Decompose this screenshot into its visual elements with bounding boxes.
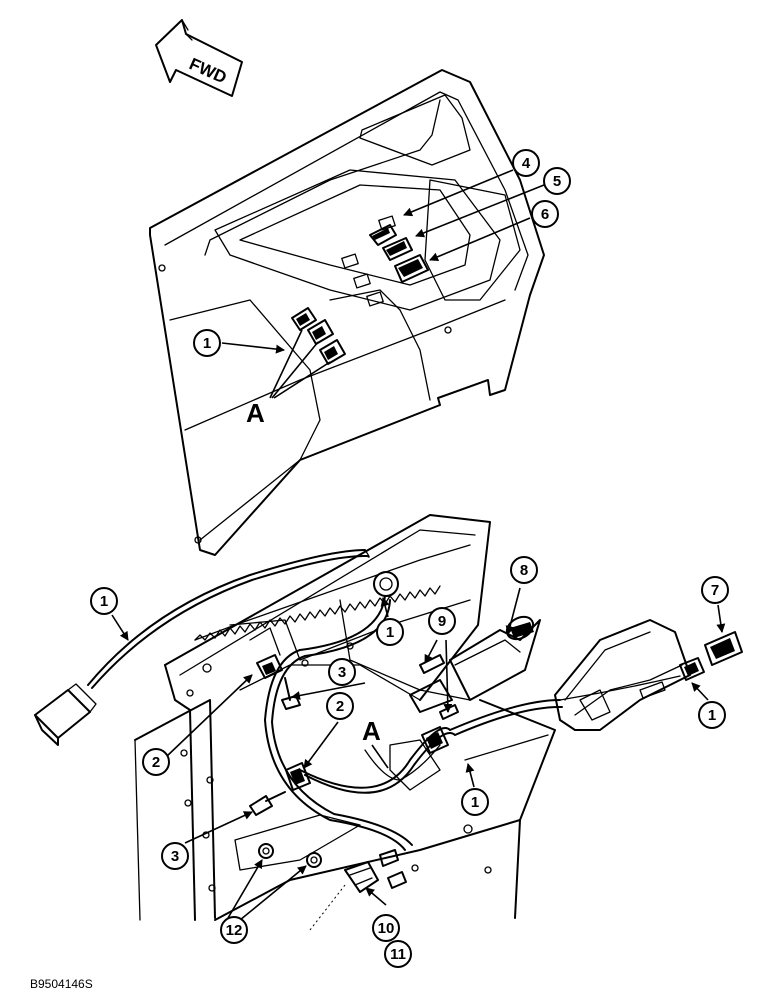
callout: 8 <box>510 556 538 584</box>
callout: 7 <box>701 576 729 604</box>
section-label: A <box>246 398 265 428</box>
screw <box>249 791 286 816</box>
svg-text:2: 2 <box>336 698 344 715</box>
callout: 11 <box>384 940 412 968</box>
svg-text:3: 3 <box>171 848 179 865</box>
svg-text:7: 7 <box>711 582 719 599</box>
figure-code: B9504146S <box>30 977 93 991</box>
callout: 6 <box>531 200 559 228</box>
wiring-harness <box>87 549 681 851</box>
callout: 12 <box>220 916 248 944</box>
svg-text:4: 4 <box>522 155 531 172</box>
callout: 9 <box>428 607 456 635</box>
svg-text:2: 2 <box>152 754 160 771</box>
washer <box>306 852 322 868</box>
fwd-label: FWD <box>186 54 229 87</box>
mounting-clip <box>285 762 311 791</box>
rocker-switch <box>369 224 397 246</box>
callout: 5 <box>543 167 571 195</box>
svg-text:1: 1 <box>471 794 479 811</box>
callout: 2 <box>326 692 354 720</box>
callout: 3 <box>328 658 356 686</box>
mounting-clip <box>249 627 283 679</box>
svg-text:11: 11 <box>390 946 406 963</box>
svg-text:5: 5 <box>553 173 561 190</box>
rocker-switch <box>382 237 413 261</box>
callout: 4 <box>512 149 540 177</box>
svg-text:1: 1 <box>100 593 108 610</box>
screw <box>281 677 301 710</box>
fwd-arrow: FWD <box>155 19 243 97</box>
connector <box>307 319 334 345</box>
rocker-switch <box>394 254 429 283</box>
lower-frame <box>134 514 556 921</box>
svg-text:12: 12 <box>226 922 243 939</box>
steering-lever <box>409 615 541 713</box>
bolt <box>419 654 445 674</box>
switch-connector <box>679 657 705 681</box>
leader-lines <box>111 169 726 921</box>
svg-text:3: 3 <box>338 664 346 681</box>
section-label: A <box>362 716 381 746</box>
connector-block <box>421 726 449 754</box>
connector <box>319 339 346 365</box>
svg-text:9: 9 <box>438 613 446 630</box>
svg-text:8: 8 <box>520 562 528 579</box>
svg-text:1: 1 <box>386 624 394 641</box>
callout: 10 <box>372 914 400 942</box>
callout: 1 <box>376 618 404 646</box>
svg-text:1: 1 <box>708 707 716 724</box>
callout: 1 <box>90 587 118 615</box>
harness-connector <box>34 683 97 746</box>
washer <box>258 843 274 859</box>
bolt <box>439 704 459 720</box>
switch-housing <box>554 619 691 731</box>
svg-text:10: 10 <box>378 920 395 937</box>
rocker-switch <box>704 631 743 666</box>
callout: 1 <box>193 329 221 357</box>
upper-console-housing <box>149 69 545 556</box>
svg-text:6: 6 <box>541 206 549 223</box>
connector <box>291 307 317 331</box>
callout: 1 <box>461 788 489 816</box>
callout: 1 <box>698 701 726 729</box>
svg-text:1: 1 <box>203 335 211 352</box>
callout: 2 <box>142 748 170 776</box>
callout: 3 <box>161 842 189 870</box>
switch-bracket <box>309 849 407 931</box>
